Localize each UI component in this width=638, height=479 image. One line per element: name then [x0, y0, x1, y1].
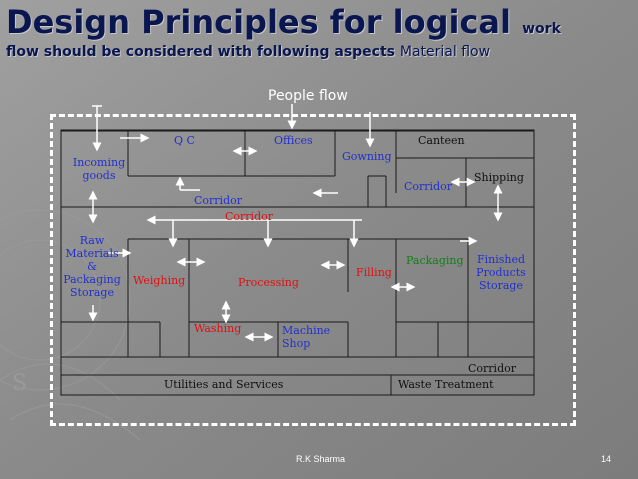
svg-text:S: S: [12, 371, 27, 396]
room-offices: Offices: [274, 134, 313, 147]
page-number: 14: [601, 454, 612, 464]
room-washing: Washing: [194, 322, 242, 335]
room-canteen: Canteen: [418, 134, 465, 147]
room-machine-shop: Machine Shop: [282, 324, 330, 350]
raw-line-2: Materials: [65, 247, 119, 260]
slide-title-line-2: flow should be considered with following…: [6, 43, 490, 61]
room-raw-materials: Raw Materials & Packaging Storage: [60, 234, 124, 299]
incoming-line-1: Incoming: [72, 156, 126, 169]
corridor-upper: Corridor: [194, 194, 242, 207]
finished-line-1: Finished: [476, 253, 526, 266]
finished-line-2: Products: [476, 266, 526, 279]
corridor-red: Corridor: [225, 210, 273, 223]
room-shipping: Shipping: [474, 171, 524, 184]
walls: [60, 129, 535, 396]
title-material-flow: Material flow: [399, 44, 491, 60]
corridor-bottom: Corridor: [468, 362, 516, 375]
title-small: work: [522, 21, 561, 37]
title-bold: flow should be considered with following…: [6, 44, 396, 60]
title-main: Design Principles for logical: [6, 3, 511, 41]
room-waste-treatment: Waste Treatment: [398, 378, 494, 391]
raw-line-4: Packaging: [63, 273, 121, 286]
finished-line-3: Storage: [479, 279, 523, 292]
raw-line-3: &: [87, 260, 97, 273]
room-qc: Q C: [174, 134, 195, 147]
room-incoming-goods: Incoming goods: [64, 156, 134, 182]
room-finished-products: Finished Products Storage: [470, 253, 532, 292]
machine-line-2: Shop: [282, 337, 311, 350]
people-flow-label: People flow: [268, 88, 348, 104]
raw-line-5: Storage: [70, 286, 114, 299]
room-packaging: Packaging: [406, 254, 464, 267]
flow-arrows: [88, 104, 503, 342]
incoming-line-2: goods: [82, 169, 116, 182]
room-utilities: Utilities and Services: [164, 378, 284, 391]
dashed-boundary: [50, 114, 576, 426]
room-filling: Filling: [356, 266, 392, 279]
slide-title-line-1: Design Principles for logical work: [6, 4, 561, 47]
corridor-right: Corridor: [404, 180, 452, 193]
room-processing: Processing: [238, 276, 299, 289]
machine-line-1: Machine: [282, 324, 331, 337]
room-weighing: Weighing: [133, 274, 186, 287]
outer-wall: [60, 129, 535, 396]
raw-line-1: Raw: [79, 234, 105, 247]
footer-author: R.K Sharma: [296, 454, 346, 464]
room-gowning: Gowning: [342, 150, 392, 163]
